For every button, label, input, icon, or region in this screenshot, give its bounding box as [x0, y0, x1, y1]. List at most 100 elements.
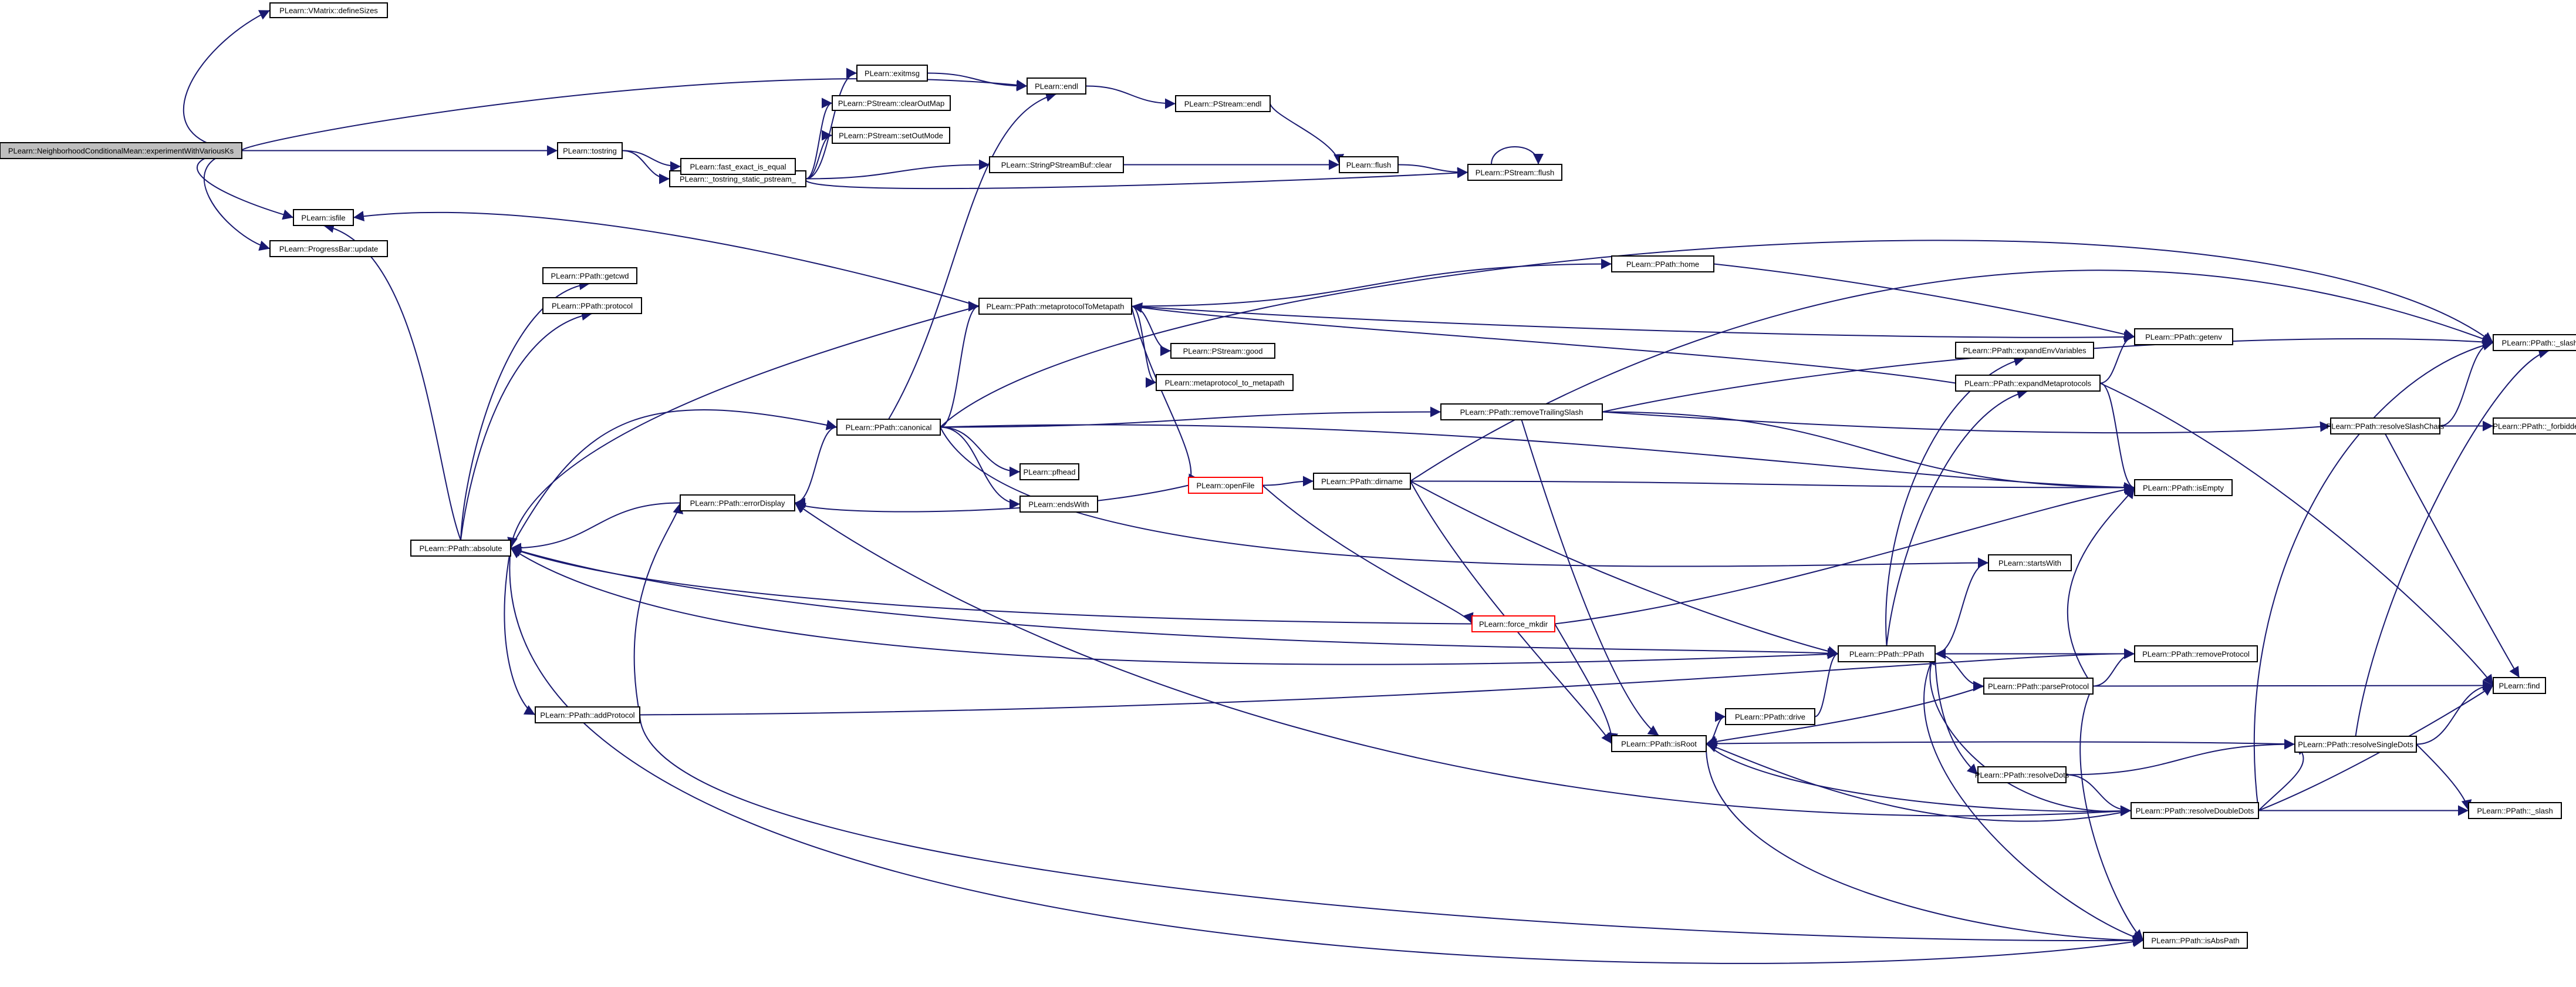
node-label: PLearn::find [2499, 682, 2540, 690]
edge-ppath-to-parseprotocol [1934, 653, 1984, 692]
node-dirname[interactable]: PLearn::PPath::dirname [1313, 473, 1411, 490]
node-openfile[interactable]: PLearn::openFile [1188, 477, 1263, 494]
edge-absolute-to-canonical [510, 409, 838, 548]
node-resolvedoubledots[interactable]: PLearn::PPath::resolveDoubleDots [2131, 802, 2259, 819]
node-pstream_endl[interactable]: PLearn::PStream::endl [1175, 95, 1271, 112]
edge-force_mkdir-to-isroot [1554, 623, 1618, 744]
node-isabspath[interactable]: PLearn::PPath::isAbsPath [2143, 932, 2248, 949]
node-setoutmode[interactable]: PLearn::PStream::setOutMode [832, 127, 950, 144]
edge-drive-to-ppath [1814, 648, 1839, 717]
node-errordisplay[interactable]: PLearn::PPath::errorDisplay [680, 494, 795, 511]
node-isroot[interactable]: PLearn::PPath::isRoot [1611, 735, 1707, 752]
node-box [856, 65, 928, 82]
node-startswith[interactable]: PLearn::startsWith [1988, 554, 2072, 571]
node-label: PLearn::VMatrix::defineSizes [279, 6, 378, 15]
node-removetrailing[interactable]: PLearn::PPath::removeTrailingSlash [1440, 403, 1603, 420]
node-pstream_flush[interactable]: PLearn::PStream::flush [1467, 164, 1562, 181]
node-root[interactable]: PLearn::NeighborhoodConditionalMean::exp… [0, 142, 242, 159]
edge-ppath-to-absolute [510, 547, 1839, 665]
node-removeprotocol[interactable]: PLearn::PPath::removeProtocol [2134, 645, 2258, 662]
node-label: PLearn::_tostring_static_pstream_ [680, 175, 796, 184]
node-box [2493, 677, 2546, 694]
node-label: PLearn::PPath::_forbidden_chars [2493, 422, 2576, 431]
node-addprotocol[interactable]: PLearn::PPath::addProtocol [535, 706, 640, 723]
node-absolute[interactable]: PLearn::PPath::absolute [410, 540, 511, 557]
node-label: PLearn::PStream::clearOutMap [838, 99, 944, 108]
edge-openfile-to-errordisplay [794, 484, 1189, 513]
node-ppath[interactable]: PLearn::PPath::PPath [1838, 645, 1936, 662]
edge-tostring-to-fast_exact [622, 150, 681, 172]
node-box [557, 142, 623, 159]
edge-ppath-to-resolvedots [1934, 653, 1979, 776]
node-isempty[interactable]: PLearn::PPath::isEmpty [2134, 479, 2233, 496]
edge-canonical-to-startswith [940, 427, 1989, 568]
node-definesizes[interactable]: PLearn::VMatrix::defineSizes [269, 2, 388, 18]
nodes: PLearn::NeighborhoodConditionalMean::exp… [0, 2, 2576, 949]
node-metaprotocol_to_metapath[interactable]: PLearn::metaprotocol_to_metapath [1156, 374, 1294, 391]
node-find[interactable]: PLearn::find [2493, 677, 2546, 694]
node-getcwd[interactable]: PLearn::PPath::getcwd [542, 267, 637, 284]
node-tostring[interactable]: PLearn::tostring [557, 142, 623, 159]
node-resolveslashchars[interactable]: PLearn::PPath::resolveSlashChars [2327, 417, 2445, 434]
node-pstream_good[interactable]: PLearn::PStream::good [1170, 343, 1275, 359]
edge-resolvesingledots-to-find [2416, 680, 2494, 745]
node-progressbar[interactable]: PLearn::ProgressBar::update [269, 240, 388, 257]
node-label: PLearn::PStream::good [1183, 347, 1263, 356]
node-label: PLearn::PPath::protocol [552, 302, 633, 311]
edge-resolvesingledots-to-isroot [1706, 738, 2295, 749]
node-resolvesingledots[interactable]: PLearn::PPath::resolveSingleDots [2294, 736, 2417, 753]
node-label: PLearn::PPath::getcwd [551, 272, 629, 281]
edge-removetrailing-to-isroot [1521, 419, 1660, 736]
node-flush[interactable]: PLearn::flush [1339, 156, 1399, 173]
edge-openfile-to-dirname [1262, 476, 1314, 487]
node-forbidden[interactable]: PLearn::PPath::_forbidden_chars [2493, 417, 2576, 434]
node-drive[interactable]: PLearn::PPath::drive [1725, 708, 1815, 725]
edge-exitmsg-to-endl1 [927, 72, 1028, 92]
node-label: PLearn::PPath::canonical [846, 423, 932, 432]
node-endswith[interactable]: PLearn::endsWith [1019, 496, 1098, 513]
edges [183, 9, 2550, 964]
node-box [1188, 477, 1263, 494]
edge-flush-to-pstream_flush [1397, 164, 1468, 178]
node-label: PLearn::PPath::_slash_char [2502, 339, 2576, 348]
edge-resolvedoubledots-to-slash_char [2253, 340, 2494, 811]
node-expandenv[interactable]: PLearn::PPath::expandEnvVariables [1955, 342, 2094, 359]
node-protocol[interactable]: PLearn::PPath::protocol [542, 297, 642, 314]
node-isfile[interactable]: PLearn::isfile [293, 209, 354, 226]
node-slash[interactable]: PLearn::PPath::_slash [2468, 802, 2562, 819]
node-label: PLearn::PPath::resolveDoubleDots [2136, 807, 2254, 816]
node-label: PLearn::PStream::flush [1476, 169, 1554, 177]
node-label: PLearn::force_mkdir [1479, 620, 1548, 629]
node-pfhead[interactable]: PLearn::pfhead [1019, 463, 1079, 480]
edge-metaprotocoltometapath-to-absolute [507, 305, 980, 548]
node-box [1725, 708, 1815, 725]
node-expandmeta[interactable]: PLearn::PPath::expandMetaprotocols [1955, 375, 2101, 392]
node-resolvedots[interactable]: PLearn::PPath::resolveDots [1975, 766, 2069, 783]
node-home[interactable]: PLearn::PPath::home [1611, 255, 1714, 272]
node-force_mkdir[interactable]: PLearn::force_mkdir [1471, 615, 1555, 632]
node-fast_exact[interactable]: PLearn::fast_exact_is_equal [680, 158, 796, 175]
edge-resolvedots-to-resolvesingledots [2065, 739, 2295, 776]
node-getenv[interactable]: PLearn::PPath::getenv [2134, 328, 2233, 345]
edge-parseprotocol-to-isroot [1706, 685, 1984, 746]
node-metaprotocoltometapath[interactable]: PLearn::PPath::metaprotocolToMetapath [978, 298, 1132, 315]
node-box [978, 298, 1132, 315]
node-label: PLearn::startsWith [1998, 559, 2061, 568]
node-label: PLearn::PPath::resolveSlashChars [2327, 422, 2445, 431]
node-parseprotocol[interactable]: PLearn::PPath::parseProtocol [1983, 678, 2094, 695]
node-box [2134, 645, 2258, 662]
node-label: PLearn::PPath::isEmpty [2143, 484, 2224, 493]
node-canonical[interactable]: PLearn::PPath::canonical [836, 419, 941, 436]
node-slash_char[interactable]: PLearn::PPath::_slash_char [2493, 334, 2576, 351]
node-box [989, 156, 1124, 173]
node-label: PLearn::PPath::metaprotocolToMetapath [987, 302, 1125, 311]
node-label: PLearn::exitmsg [865, 69, 920, 78]
node-box [1471, 615, 1555, 632]
node-spsb_clear[interactable]: PLearn::StringPStreamBuf::clear [989, 156, 1124, 173]
node-box [2131, 802, 2259, 819]
node-box [1170, 343, 1275, 359]
node-exitmsg[interactable]: PLearn::exitmsg [856, 65, 928, 82]
node-endl1[interactable]: PLearn::endl [1027, 78, 1086, 95]
node-clearoutmap[interactable]: PLearn::PStream::clearOutMap [832, 95, 951, 111]
